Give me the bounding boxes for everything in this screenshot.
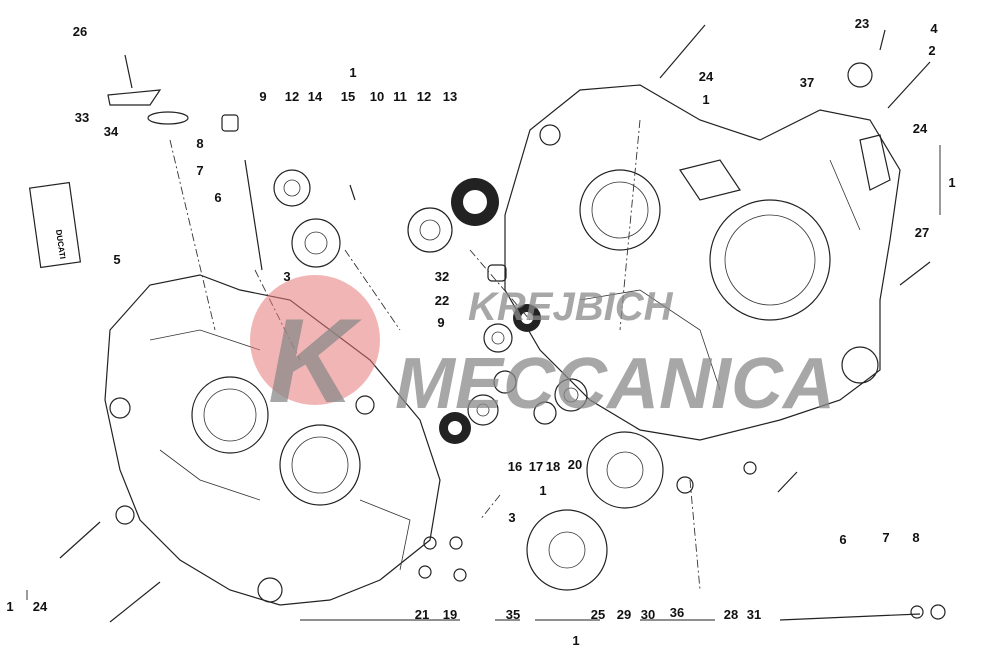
callout: 1 xyxy=(948,175,955,190)
callout: 12 xyxy=(285,89,299,104)
tube-brand-text: DUCATI xyxy=(54,229,67,260)
callout: 1 xyxy=(572,633,579,648)
callout: 4 xyxy=(930,21,938,36)
watermark-line1: KREJBICH xyxy=(468,285,674,329)
callout: 1 xyxy=(6,599,13,614)
callout: 15 xyxy=(341,89,355,104)
callout: 1 xyxy=(539,483,546,498)
callout: 30 xyxy=(641,607,655,622)
callout: 21 xyxy=(415,607,429,622)
callout: 11 xyxy=(393,89,407,104)
left-crankcase-half xyxy=(104,274,441,606)
callout: 32 xyxy=(435,269,449,284)
callout: 24 xyxy=(33,599,48,614)
callout: 24 xyxy=(699,69,714,84)
callout: 34 xyxy=(104,124,119,139)
callout: 14 xyxy=(308,89,323,104)
callout: 2 xyxy=(928,43,935,58)
callout: 33 xyxy=(75,110,89,125)
studs-and-bolts: DUCATI xyxy=(28,24,946,623)
callout: 31 xyxy=(747,607,761,622)
callout: 5 xyxy=(113,252,120,267)
bearings xyxy=(221,114,664,591)
callout: 37 xyxy=(800,75,814,90)
callout: 23 xyxy=(855,16,869,31)
callout: 1 xyxy=(349,65,356,80)
callout: 22 xyxy=(435,293,449,308)
callout: 18 xyxy=(546,459,560,474)
callout: 20 xyxy=(568,457,582,472)
callout: 24 xyxy=(913,121,928,136)
watermark-line2: MECCANICA xyxy=(395,344,835,424)
watermark: K KREJBICH MECCANICA xyxy=(250,275,835,428)
callout: 3 xyxy=(508,510,515,525)
callout: 36 xyxy=(670,605,684,620)
callout: 12 xyxy=(417,89,431,104)
callout: 28 xyxy=(724,607,738,622)
callout: 6 xyxy=(214,190,221,205)
callout: 8 xyxy=(196,136,203,151)
callout-labels: 26 33 34 5 8 7 6 9 12 14 1 15 10 11 12 1… xyxy=(6,16,955,648)
callout: 9 xyxy=(437,315,444,330)
callout: 6 xyxy=(839,532,846,547)
callout: 10 xyxy=(370,89,384,104)
callout: 17 xyxy=(529,459,543,474)
callout: 9 xyxy=(259,89,266,104)
callout: 35 xyxy=(506,607,520,622)
callout: 29 xyxy=(617,607,631,622)
callout: 7 xyxy=(882,530,889,545)
callout: 27 xyxy=(915,225,929,240)
watermark-badge-letter: K xyxy=(268,294,362,428)
right-crankcase-half xyxy=(504,84,901,441)
callout: 26 xyxy=(73,24,87,39)
callout: 3 xyxy=(283,269,290,284)
callout: 16 xyxy=(508,459,522,474)
callout: 8 xyxy=(912,530,919,545)
callout: 19 xyxy=(443,607,457,622)
callout: 1 xyxy=(702,92,709,107)
callout: 25 xyxy=(591,607,605,622)
callout: 13 xyxy=(443,89,457,104)
callout: 7 xyxy=(196,163,203,178)
